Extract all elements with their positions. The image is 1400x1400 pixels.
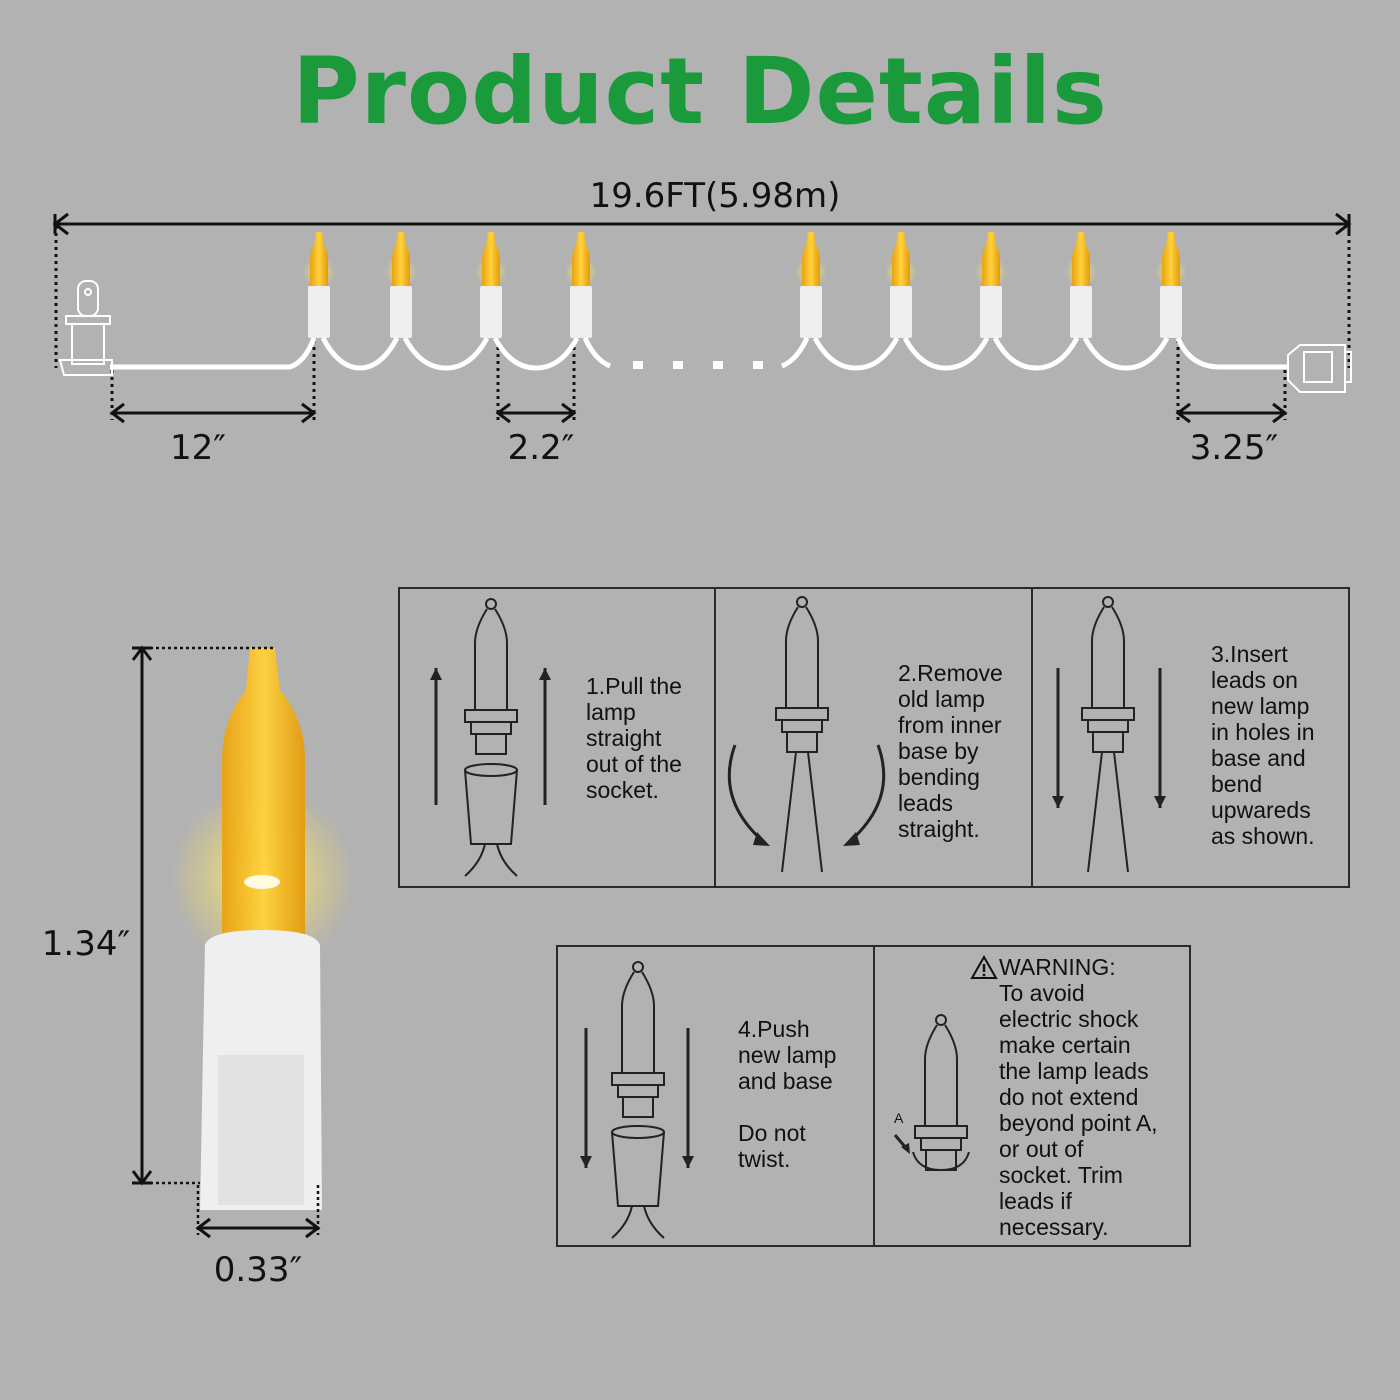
socket-diagram-4 <box>611 1125 665 1239</box>
total-length-arrow <box>52 212 1352 236</box>
string-bulb <box>1155 232 1187 338</box>
segment-arrows <box>109 402 1288 424</box>
lead-length-label: 12″ <box>170 428 226 468</box>
string-bulb <box>303 232 335 338</box>
ellipsis-dots <box>633 361 763 369</box>
string-bulb <box>1065 232 1097 338</box>
string-bulb <box>975 232 1007 338</box>
down-arrow <box>580 1028 592 1168</box>
lamp-diagram-4 <box>611 961 665 1118</box>
lamp-leads-3 <box>1087 751 1129 873</box>
bulb-height-label: 1.34″ <box>41 924 131 964</box>
socket-diagram-1 <box>464 763 518 877</box>
string-bulb <box>795 232 827 338</box>
wire <box>110 336 1288 371</box>
step-3-text: 3.Insert leads on new lamp in holes in b… <box>1211 641 1315 849</box>
step-1-panel: 1.Pull the lamp straight out of the sock… <box>398 587 716 888</box>
point-a-arrow <box>893 1134 970 1172</box>
step-3-panel: 3.Insert leads on new lamp in holes in b… <box>1031 587 1350 888</box>
string-bulb <box>385 232 417 338</box>
total-length-label: 19.6FT(5.98m) <box>589 176 841 216</box>
lamp-leads-2 <box>781 751 823 873</box>
down-arrow <box>1052 668 1064 808</box>
down-arrow <box>1154 668 1166 808</box>
bulb-filament <box>244 875 280 889</box>
up-arrow <box>430 668 442 805</box>
lamp-diagram-2 <box>775 596 829 753</box>
light-string-diagram <box>52 212 1352 424</box>
bulb-glass <box>222 648 305 935</box>
curved-arrows <box>727 744 886 846</box>
warning-text: To avoid electric shock make certain the… <box>999 980 1158 1240</box>
string-bulb <box>475 232 507 338</box>
warning-icon <box>970 954 998 979</box>
plug-icon <box>58 280 113 376</box>
step-4-text: 4.Push new lamp and base Do not twist. <box>738 1016 837 1172</box>
page-title: Product Details <box>292 38 1108 145</box>
string-bulb <box>565 232 597 338</box>
height-arrow <box>131 645 153 1186</box>
point-a-label: A <box>894 1110 904 1126</box>
warning-heading: WARNING: <box>999 954 1116 980</box>
warning-panel: WARNING: To avoid electric shock make ce… <box>873 945 1191 1247</box>
lamp-diagram-warning <box>914 1014 968 1171</box>
step-2-text: 2.Remove old lamp from inner base by ben… <box>898 660 1003 842</box>
dimension-guides <box>54 226 1351 420</box>
lamp-diagram-3 <box>1081 596 1135 753</box>
lamp-diagram-1 <box>464 598 518 755</box>
bulb-width-label: 0.33″ <box>213 1250 303 1290</box>
string-bulb <box>885 232 917 338</box>
end-length-label: 3.25″ <box>1189 428 1279 468</box>
down-arrow <box>682 1028 694 1168</box>
width-arrow <box>195 1217 321 1239</box>
step-1-text: 1.Pull the lamp straight out of the sock… <box>586 673 682 803</box>
end-connector-icon <box>1287 344 1352 393</box>
up-arrow <box>539 668 551 805</box>
bulb-spacing-label: 2.2″ <box>507 428 575 468</box>
